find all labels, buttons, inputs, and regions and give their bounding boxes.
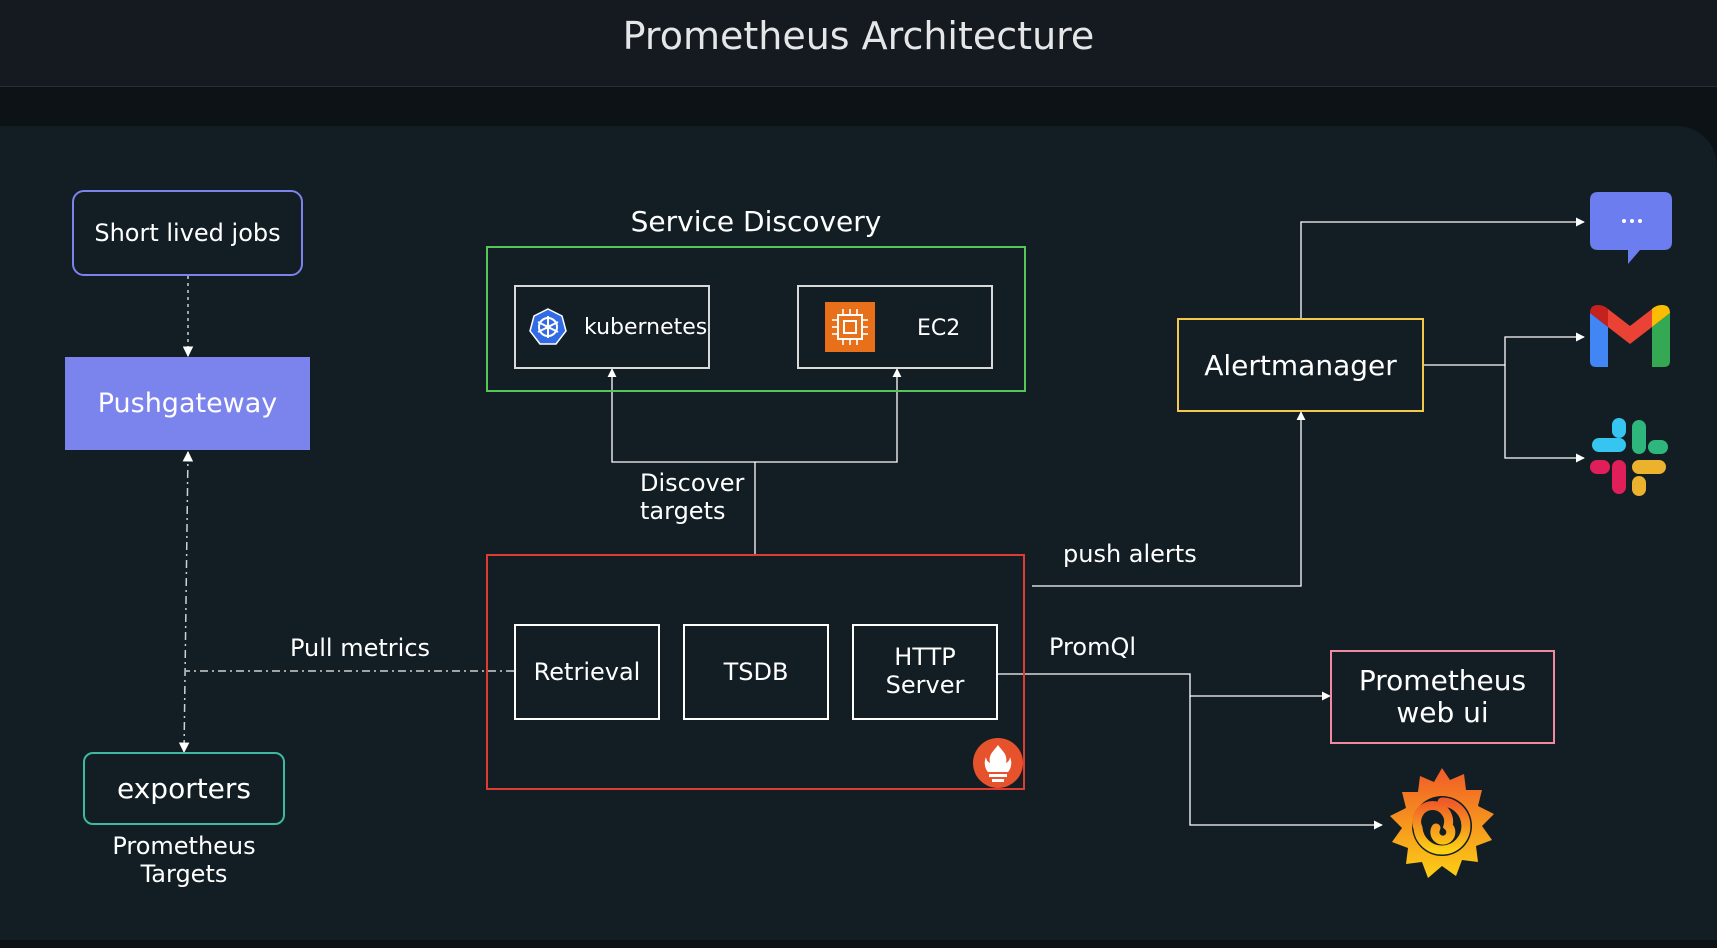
- kubernetes-icon: [529, 308, 567, 345]
- service-discovery-group: [486, 246, 1026, 392]
- prometheus-logo-icon: [973, 738, 1023, 788]
- chat-bubble-icon: [1590, 192, 1672, 264]
- pushgateway-label: Pushgateway: [97, 388, 278, 419]
- gmail-icon: [1590, 305, 1670, 367]
- prometheus-targets-line1: Prometheus: [112, 832, 256, 860]
- tsdb-box: TSDB: [683, 624, 829, 720]
- alert-to-chat-arrow: [1300, 217, 1585, 318]
- prometheus-targets-label: Prometheus Targets: [84, 832, 284, 888]
- http-server-line2: Server: [885, 671, 965, 699]
- prometheus-web-ui-line2: web ui: [1396, 696, 1489, 729]
- exporters-label: exporters: [116, 772, 252, 805]
- slack-icon: [1590, 418, 1668, 496]
- page-title: Prometheus Architecture: [622, 14, 1095, 58]
- pushgateway-box: Pushgateway: [65, 357, 310, 450]
- grafana-icon: [1390, 768, 1494, 878]
- tsdb-label: TSDB: [723, 658, 789, 686]
- pull-metrics-label: Pull metrics: [290, 634, 431, 662]
- service-discovery-title: Service Discovery: [630, 205, 882, 238]
- alert-to-gmail-arrow: [1424, 332, 1585, 366]
- retrieval-label: Retrieval: [533, 658, 641, 686]
- promql-to-grafana-arrow: [1189, 696, 1383, 830]
- discover-targets-label: Discover targets: [640, 469, 745, 525]
- promql-label: PromQl: [1049, 633, 1137, 661]
- ec2-box: EC2: [797, 285, 993, 369]
- retrieval-box: Retrieval: [514, 624, 660, 720]
- discover-targets-line2: targets: [640, 496, 726, 525]
- ec2-chip-icon: [825, 302, 875, 352]
- push-alerts-arrow: [1032, 411, 1306, 587]
- prometheus-web-ui-box: Prometheus web ui: [1330, 650, 1555, 744]
- http-server-line1: HTTP: [894, 643, 956, 672]
- push-alerts-label: push alerts: [1063, 540, 1197, 568]
- alert-to-slack-arrow: [1504, 365, 1585, 463]
- kubernetes-box: kubernetes: [514, 285, 710, 369]
- promql-to-webui-arrow: [998, 673, 1331, 701]
- http-server-box: HTTP Server: [852, 624, 998, 720]
- kubernetes-label: kubernetes: [584, 314, 708, 340]
- bottom-strip: [0, 940, 1717, 948]
- alertmanager-label: Alertmanager: [1204, 348, 1397, 382]
- prometheus-targets-line2: Targets: [140, 859, 228, 888]
- discover-targets-connector: [607, 368, 756, 554]
- short-lived-jobs-label: Short lived jobs: [94, 219, 281, 247]
- pushgateway-exporters-line: [178, 450, 194, 754]
- alertmanager-box: Alertmanager: [1177, 318, 1424, 412]
- prometheus-server-group: [486, 554, 1025, 790]
- header-bar: [0, 0, 1717, 87]
- discover-targets-line1: Discover: [640, 469, 745, 497]
- short-lived-jobs-box: Short lived jobs: [72, 190, 303, 276]
- ec2-label: EC2: [917, 316, 961, 341]
- discover-ec2-connector: [755, 368, 902, 463]
- exporters-box: exporters: [83, 752, 285, 825]
- prometheus-web-ui-line1: Prometheus: [1358, 663, 1527, 697]
